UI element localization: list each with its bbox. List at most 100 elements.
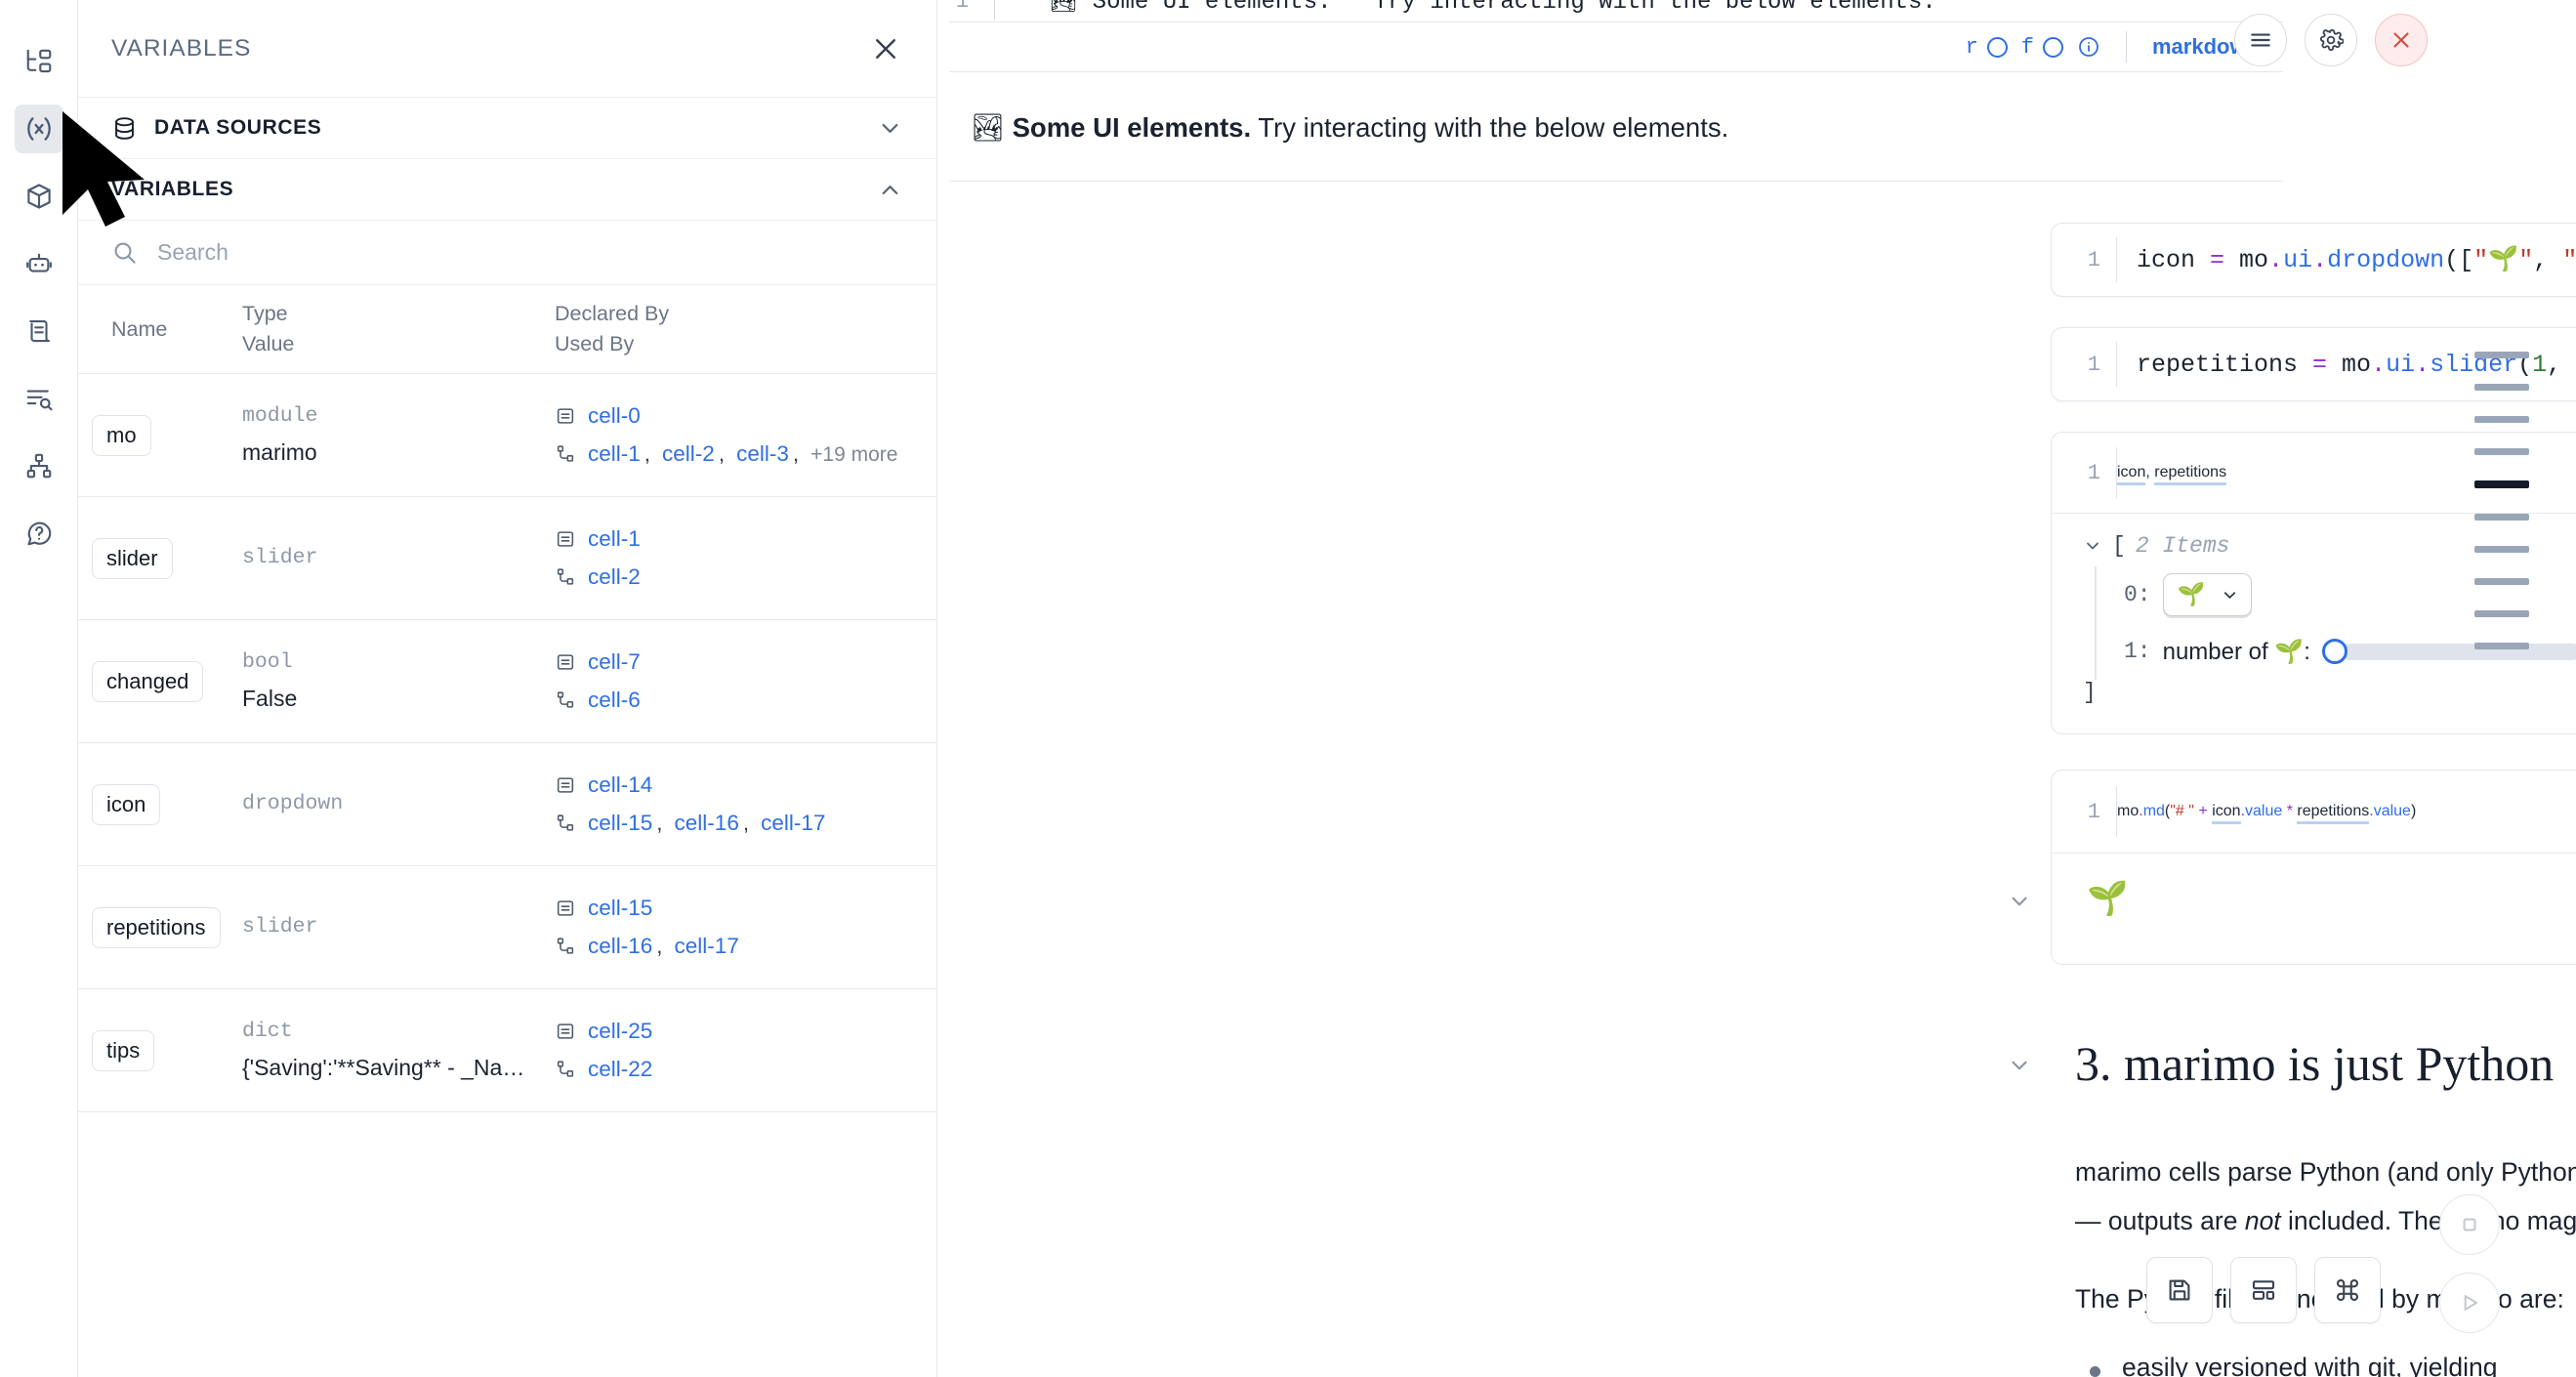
line-number: 1 xyxy=(2087,799,2100,824)
minimap-mark[interactable] xyxy=(2474,643,2529,649)
stop-icon[interactable] xyxy=(2439,1194,2500,1255)
cell-link[interactable]: cell-2 xyxy=(662,441,715,467)
markdown-output: 🏞 Some UI elements. Try interacting with… xyxy=(949,74,2283,182)
section-data-sources-label: DATA SOURCES xyxy=(154,116,322,139)
layout-icon[interactable] xyxy=(2230,1257,2297,1323)
logs-search-icon[interactable] xyxy=(15,374,63,423)
minimap-mark[interactable] xyxy=(2474,352,2529,358)
code-text-md[interactable]: mo.md("# " + icon.value * repetitions.va… xyxy=(2117,803,2416,824)
cell-link[interactable]: cell-17 xyxy=(674,934,739,959)
section-variables[interactable]: VARIABLES xyxy=(78,159,936,221)
chevron-down-icon[interactable] xyxy=(877,115,903,142)
scroll-minimap[interactable] xyxy=(2474,352,2533,675)
code-text-display[interactable]: icon, repetitions xyxy=(2117,464,2227,485)
variable-name-pill[interactable]: tips xyxy=(92,1029,155,1071)
clipped-code-text: ""🏞 Some UI elements."" Try interacting … xyxy=(1020,0,1936,16)
collapse-md-cell-chevron-icon[interactable] xyxy=(2007,889,2032,914)
section-data-sources[interactable]: DATA SOURCES xyxy=(78,98,936,159)
cell-declared-used: cell-1 cell-2 xyxy=(555,497,936,620)
slider-handle[interactable] xyxy=(2321,639,2347,664)
chevron-down-icon[interactable] xyxy=(2083,536,2102,556)
variable-name-pill[interactable]: mo xyxy=(92,414,151,456)
cell-link[interactable]: cell-14 xyxy=(588,772,653,798)
bullet-dot-icon xyxy=(2090,1366,2100,1377)
cell-delete-icon[interactable] xyxy=(2375,14,2428,66)
cell-link[interactable]: cell-22 xyxy=(588,1057,653,1082)
dropdown-widget[interactable]: 🌱 xyxy=(2162,573,2253,616)
code-text-slider[interactable]: repetitions = mo.ui.slider(1, 16, label=… xyxy=(2137,350,2576,379)
minimap-mark[interactable] xyxy=(2474,514,2529,521)
package-icon[interactable] xyxy=(15,172,63,221)
minimap-mark[interactable] xyxy=(2474,448,2529,455)
minimap-mark[interactable] xyxy=(2474,416,2529,423)
minimap-mark[interactable] xyxy=(2474,546,2529,553)
used-by-more-label[interactable]: +19 more xyxy=(810,442,898,466)
list-item-label: easily versioned with git, yielding mini… xyxy=(2122,1353,2498,1377)
cell-link[interactable]: cell-15 xyxy=(588,896,653,921)
used-by-line: cell-6 xyxy=(555,683,936,718)
slider-widget[interactable] xyxy=(2321,639,2576,664)
save-icon[interactable] xyxy=(2146,1257,2213,1323)
cell-link[interactable]: cell-1 xyxy=(588,526,641,552)
cell-link[interactable]: cell-7 xyxy=(588,649,641,675)
col-header-type: Type xyxy=(242,302,288,325)
code-cell-dropdown[interactable]: 1 icon = mo.ui.dropdown(["🌱", "🏞", "✨"],… xyxy=(2051,223,2576,297)
declared-by-line: cell-0 xyxy=(555,398,936,434)
file-tree-icon[interactable] xyxy=(15,37,63,86)
variable-type: module xyxy=(242,404,318,429)
variable-name-pill[interactable]: changed xyxy=(92,660,204,702)
separator: , xyxy=(644,441,651,467)
collapse-section-chevron-icon[interactable] xyxy=(2007,1053,2032,1078)
dependency-graph-icon[interactable] xyxy=(15,441,63,490)
cell-link[interactable]: cell-25 xyxy=(588,1019,653,1044)
page-title: 3. marimo is just Python xyxy=(2075,1036,2555,1091)
scroll-icon[interactable] xyxy=(15,307,63,355)
cell-variable-name: slider xyxy=(78,497,242,620)
run-controls xyxy=(2439,1194,2500,1333)
cell-link[interactable]: cell-16 xyxy=(674,811,739,836)
tuple-repr-header[interactable]: [ 2 Items xyxy=(2083,533,2576,559)
command-palette-icon[interactable] xyxy=(2314,1257,2381,1323)
variables-icon[interactable] xyxy=(14,104,63,153)
cell-menu-icon[interactable] xyxy=(2234,14,2287,66)
cell-link[interactable]: cell-6 xyxy=(588,688,641,713)
search-input[interactable] xyxy=(157,239,903,266)
close-icon[interactable] xyxy=(868,31,903,66)
slider-track[interactable] xyxy=(2341,643,2576,660)
info-icon[interactable] xyxy=(2077,35,2100,59)
cell-link[interactable]: cell-15 xyxy=(588,811,653,836)
section-variables-label: VARIABLES xyxy=(111,178,234,200)
toggle-ring-r[interactable] xyxy=(1986,36,2008,58)
minimap-mark[interactable] xyxy=(2474,384,2529,391)
chevron-up-icon[interactable] xyxy=(877,177,903,203)
run-flag-toggle-f[interactable]: f xyxy=(2021,35,2063,60)
minimap-mark-active[interactable] xyxy=(2474,480,2529,488)
minimap-mark[interactable] xyxy=(2474,610,2529,617)
help-icon[interactable] xyxy=(15,509,63,558)
cell-settings-gear-icon[interactable] xyxy=(2305,14,2357,66)
minimap-mark[interactable] xyxy=(2474,578,2529,585)
cell-link[interactable]: cell-16 xyxy=(588,934,653,959)
cell-link[interactable]: cell-17 xyxy=(761,811,826,836)
variable-name-pill[interactable]: slider xyxy=(92,537,173,579)
toggle-ring-f[interactable] xyxy=(2042,36,2063,58)
cell-link[interactable]: cell-2 xyxy=(588,564,641,590)
run-flag-toggle-r[interactable]: r xyxy=(1966,35,2008,60)
code-text-dropdown[interactable]: icon = mo.ui.dropdown(["🌱", "🏞", "✨"], v… xyxy=(2137,246,2576,274)
run-icon[interactable] xyxy=(2439,1273,2500,1333)
left-icon-rail xyxy=(0,0,78,1377)
cell-link[interactable]: cell-1 xyxy=(588,441,641,467)
robot-icon[interactable] xyxy=(15,239,63,288)
cell-link[interactable]: cell-3 xyxy=(736,441,789,467)
variable-name-pill[interactable]: icon xyxy=(92,783,161,825)
cell-link[interactable]: cell-0 xyxy=(588,403,641,429)
variable-name-pill[interactable]: repetitions xyxy=(92,906,221,948)
